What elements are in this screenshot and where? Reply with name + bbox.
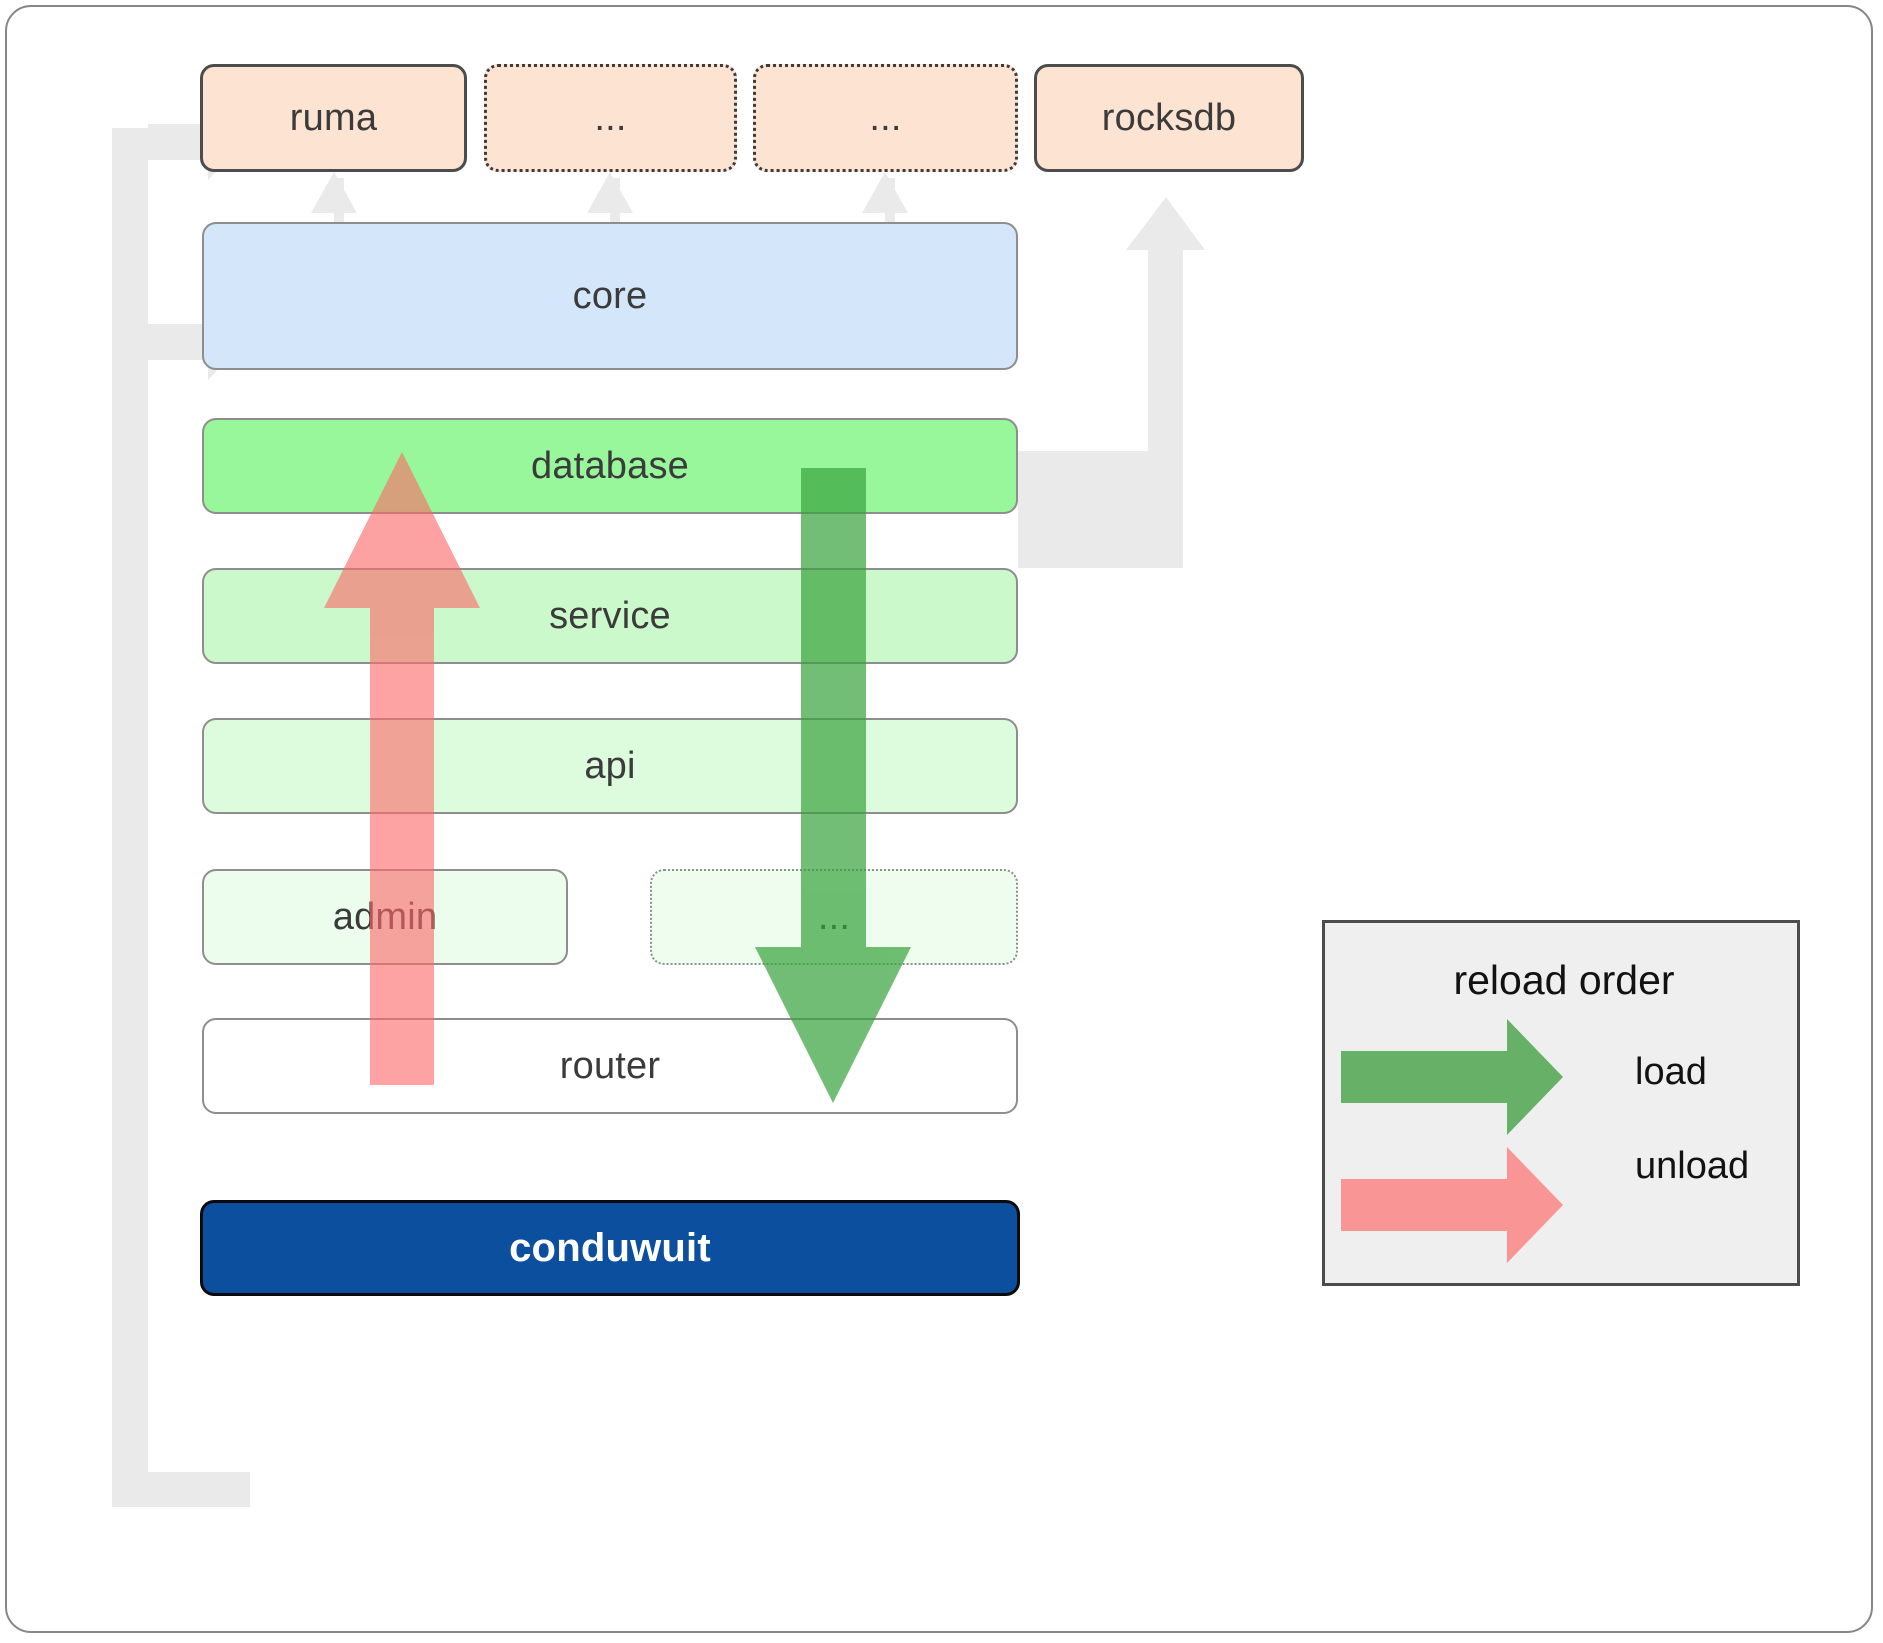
legend-label-unload: unload — [1635, 1145, 1750, 1187]
dependency-box-ruma[interactable]: ruma — [200, 64, 467, 172]
connector-database-to-rocksdb-elbow — [1018, 451, 1183, 568]
connector-database-to-rocksdb-riser — [1148, 250, 1183, 568]
stack-label-service: service — [549, 595, 671, 637]
dependency-label-rocksdb: rocksdb — [1101, 97, 1237, 139]
load-arrow-head — [755, 947, 911, 1103]
stack-label-router: router — [559, 1045, 661, 1087]
dependency-label-ellipsis-2: ... — [869, 97, 902, 139]
connector-to-conduwuit — [112, 1472, 250, 1507]
legend-unload-arrow — [1341, 1147, 1563, 1263]
root-box-conduwuit[interactable]: conduwuit — [200, 1200, 1020, 1296]
connector-arrow-core-to-dep1 — [587, 172, 633, 227]
stack-label-api: api — [584, 745, 636, 787]
legend-title: reload order — [1453, 957, 1675, 1003]
legend-panel: reload order load unload — [1322, 920, 1800, 1286]
root-label-conduwuit: conduwuit — [509, 1226, 711, 1270]
legend-label-load: load — [1635, 1051, 1707, 1093]
stack-label-database: database — [531, 445, 689, 487]
dependency-box-rocksdb[interactable]: rocksdb — [1034, 64, 1304, 172]
legend-load-arrow — [1341, 1019, 1563, 1135]
connector-arrow-core-to-dep2 — [862, 172, 908, 227]
dependency-label-ruma: ruma — [289, 97, 378, 139]
core-box[interactable]: core — [202, 222, 1018, 370]
unload-arrow-shaft — [370, 545, 434, 1085]
stack-layer-api[interactable]: api — [202, 718, 1018, 814]
core-label: core — [572, 275, 648, 317]
connector-arrow-core-to-ruma — [311, 172, 357, 227]
connector-arrow-to-rocksdb — [1126, 197, 1205, 250]
dependency-box-ellipsis-2[interactable]: ... — [753, 64, 1018, 172]
connector-trunk — [112, 128, 148, 1507]
dependency-label-ellipsis-1: ... — [594, 97, 627, 139]
load-arrow-big — [755, 468, 911, 1103]
load-arrow-shaft — [801, 468, 866, 1022]
stack-layer-router[interactable]: router — [202, 1018, 1018, 1114]
stack-layer-database[interactable]: database — [202, 418, 1018, 514]
unload-arrow-head — [324, 452, 480, 608]
legend-arrows — [1341, 1019, 1563, 1263]
unload-arrow-big — [324, 452, 480, 1085]
dependency-box-ellipsis-1[interactable]: ... — [484, 64, 737, 172]
